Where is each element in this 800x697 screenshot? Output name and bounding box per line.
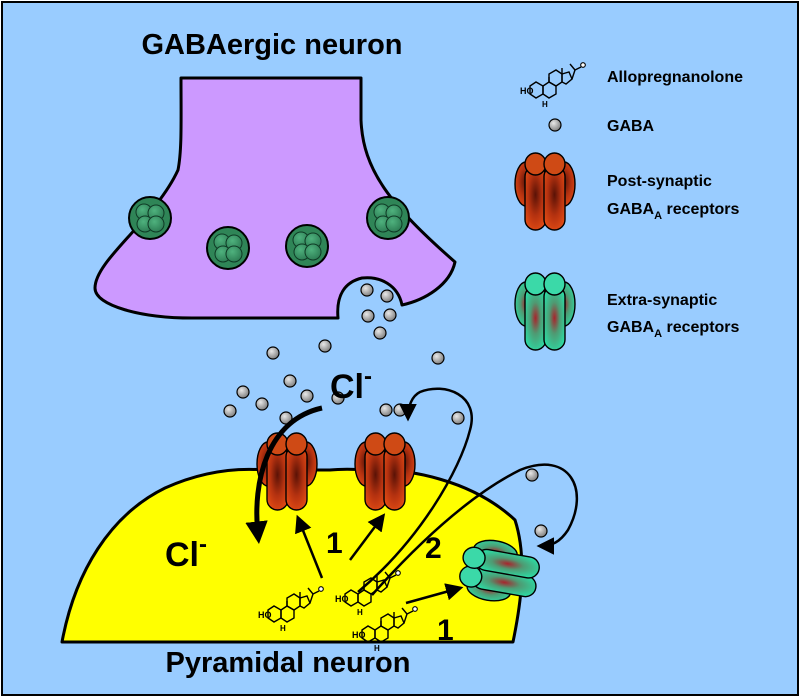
gaba-particle	[360, 283, 374, 297]
gaba-particle	[380, 289, 394, 303]
legend: HO H Allopregnanolone GABA Post-synaptic…	[514, 62, 743, 351]
gaba-particle	[383, 308, 397, 322]
synaptic-vesicle	[206, 226, 250, 270]
allo-to-extra-arrow	[405, 583, 464, 605]
gaba-particle	[393, 403, 407, 417]
pyramidal-neuron-title: Pyramidal neuron	[166, 647, 411, 679]
legend-extra-synaptic-label-line1: Extra-synaptic	[607, 292, 717, 309]
gaba-particle	[223, 404, 237, 418]
gaba-particle	[283, 374, 297, 388]
gaba-particle	[525, 468, 539, 482]
gaba-particle	[300, 389, 314, 403]
svg-text:H: H	[357, 608, 363, 617]
legend-allopregnanolone-label: Allopregnanolone	[607, 69, 743, 86]
gaba-particle	[266, 346, 280, 360]
chloride-label-extracellular: Cl-	[330, 363, 372, 406]
gaba-particle	[373, 326, 387, 340]
gaba-particle	[361, 309, 375, 323]
legend-gaba-label: GABA	[607, 118, 655, 135]
allo-to-receptor-arrow	[349, 513, 386, 561]
legend-gaba-icon	[548, 118, 562, 132]
gaba-particle	[318, 339, 332, 353]
synaptic-vesicle	[366, 196, 410, 240]
allopregnanolone-molecule: HO H	[258, 586, 324, 633]
allopregnanolone-molecule: HO H	[352, 606, 418, 653]
gabaergic-terminal	[93, 76, 457, 320]
step-label-2: 2	[425, 532, 442, 565]
pyramidal-neuron	[60, 467, 524, 644]
svg-text:H: H	[374, 644, 380, 653]
svg-text:H: H	[280, 624, 286, 633]
gaba-particle	[236, 385, 250, 399]
svg-text:HO: HO	[335, 594, 349, 604]
gabaergic-neuron-title: GABAergic neuron	[141, 29, 402, 61]
gaba-particle	[379, 403, 393, 417]
step-label-1: 1	[326, 527, 343, 560]
legend-allopregnanolone-icon: HO H	[520, 62, 586, 109]
allo-to-receptor-arrow	[295, 514, 324, 579]
diffusion-arrow-to-extra	[371, 463, 578, 596]
legend-post-synaptic-label-line2: GABAA receptors	[607, 201, 740, 222]
gaba-particle	[255, 397, 269, 411]
gaba-particle	[534, 524, 548, 538]
gaba-particle	[451, 411, 465, 425]
synaptic-vesicle	[285, 224, 329, 268]
diffusion-arrow-to-post	[357, 387, 473, 593]
legend-extra-synaptic-label-line2: GABAA receptors	[607, 319, 740, 340]
synaptic-vesicle	[128, 196, 172, 240]
svg-text:HO: HO	[258, 610, 272, 620]
svg-text:H: H	[542, 100, 548, 109]
legend-post-synaptic-label-line1: Post-synaptic	[607, 173, 712, 190]
chloride-influx-arrow	[245, 405, 323, 544]
gaba-particle	[431, 351, 445, 365]
gaba-particles	[223, 283, 548, 538]
gaba-particle	[331, 391, 345, 405]
svg-text:HO: HO	[520, 86, 534, 96]
allopregnanolone-molecule: HO H	[335, 570, 401, 617]
svg-text:HO: HO	[352, 630, 366, 640]
step-label-1b: 1	[437, 614, 454, 647]
chloride-label-intracellular: Cl-	[165, 531, 207, 574]
